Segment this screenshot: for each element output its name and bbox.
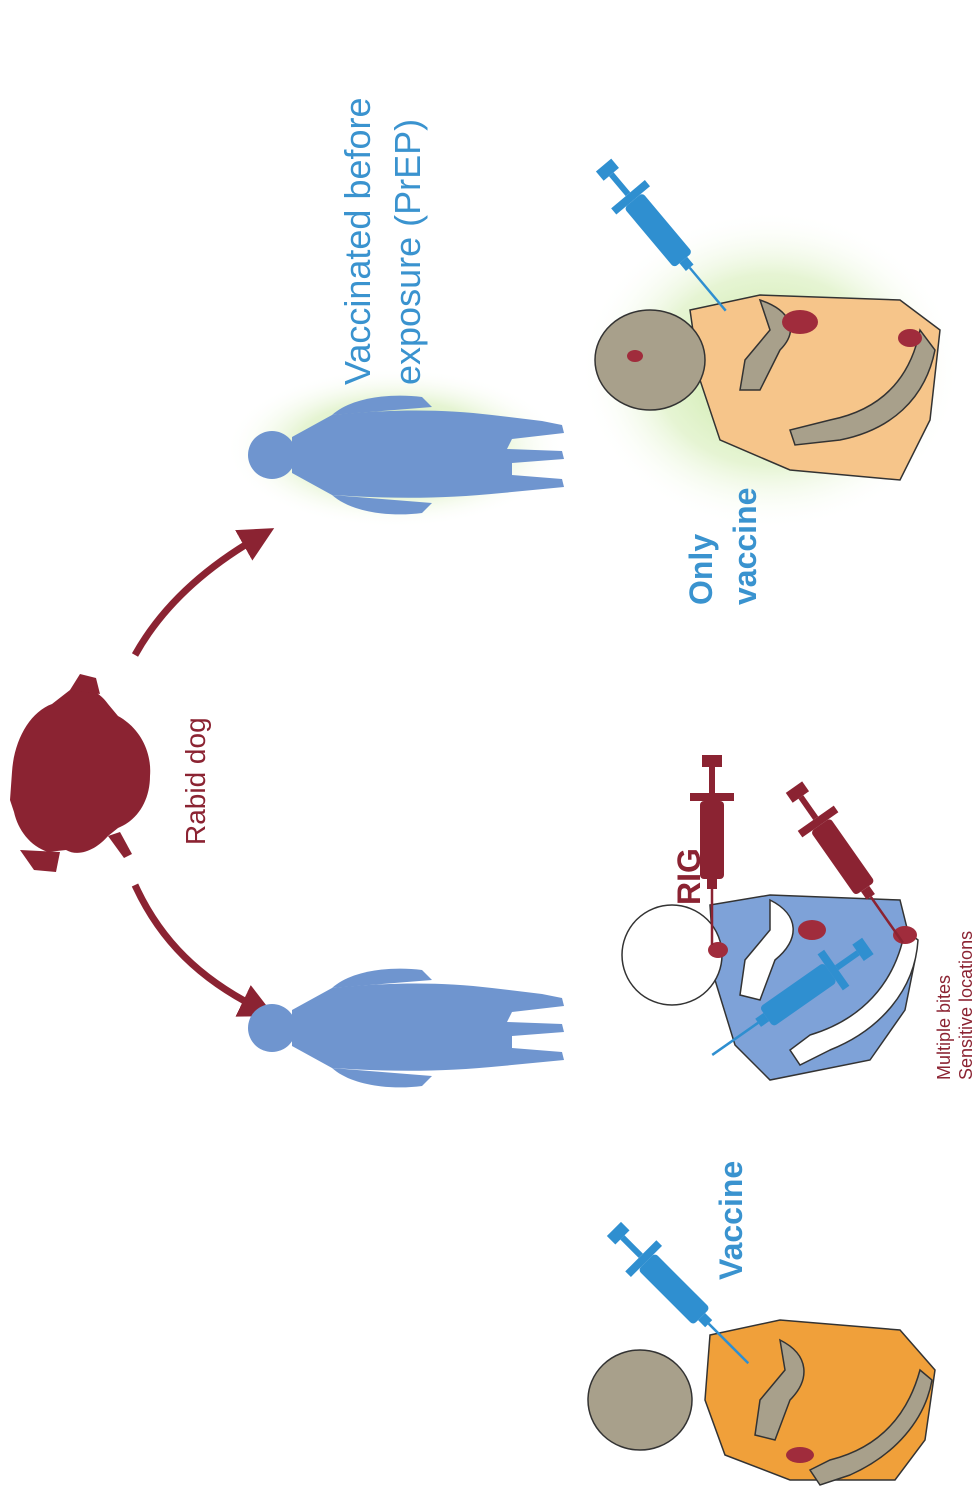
person-silhouette-icon [248,969,564,1088]
arrow-to-unvaccinated [135,885,262,1010]
vaccine-only-label: vaccine [727,488,763,605]
dog-silhouette-icon [10,674,150,872]
arrow-to-prep [135,535,262,655]
sensitive-locations-label: Sensitive locations [956,931,976,1080]
rabid-dog-label: Rabid dog [180,717,211,845]
patient-vaccine [588,1320,935,1485]
only-label: Only [683,534,719,605]
rig-label: RIG [671,848,707,905]
prep-label-line2: exposure (PrEP) [387,119,428,385]
prep-label-line1: Vaccinated before [337,97,378,385]
patient-rig-vaccine [622,895,918,1080]
multiple-bites-label: Multiple bites [934,975,954,1080]
vaccine-label: Vaccine [713,1161,749,1280]
